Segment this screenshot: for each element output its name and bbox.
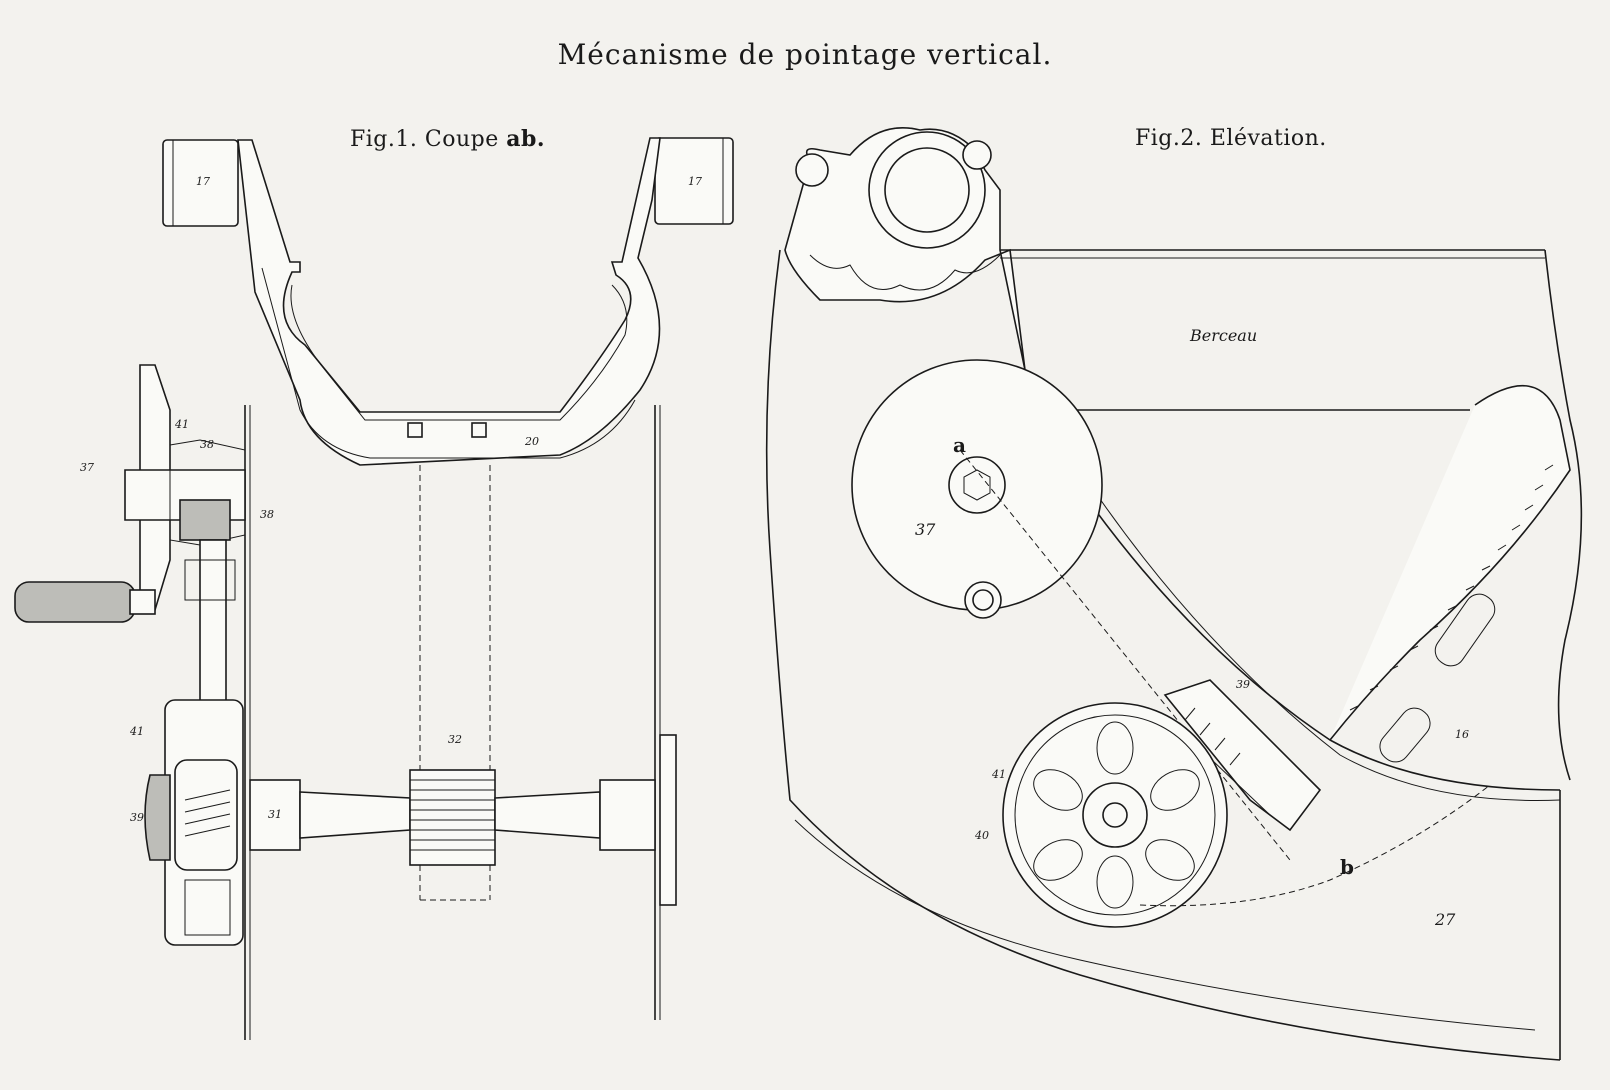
fig1-label-41-top: 41 — [175, 418, 189, 431]
fig2-wheel-spoke-hole-1 — [1096, 721, 1134, 775]
fig2-wheel-spoke-hole-4 — [1096, 855, 1134, 909]
fig1-shaft-taper-left — [299, 791, 411, 839]
drawing-title: Mécanisme de pointage vertical. — [557, 38, 1053, 71]
fig2-label-b: b — [1340, 855, 1354, 879]
fig1-gearbox-38 — [169, 439, 246, 546]
fig2-caption: Fig.2. Elévation. — [1135, 126, 1327, 151]
fig1-shaft-boss-right — [599, 779, 656, 851]
fig2-bore-outer — [868, 131, 986, 249]
fig1-worm-bottom — [184, 879, 231, 936]
fig1-lug-left — [407, 422, 423, 438]
fig2-label-27: 27 — [1435, 910, 1456, 929]
fig2-small-lug-left — [795, 153, 829, 187]
fig1-caption-bold: ab. — [506, 126, 545, 152]
fig1-shaft-bearing — [184, 559, 236, 601]
fig1-cradle-outer — [237, 137, 661, 466]
fig1-label-17-left: 17 — [196, 175, 210, 188]
fig2-bore-inner — [884, 147, 970, 233]
fig1-worm-housing — [164, 699, 244, 946]
fig1-caption: Fig.1. Coupe ab. — [350, 126, 545, 152]
fig1-crank-arm — [129, 589, 156, 615]
fig2-worm-wheel-rim — [1014, 714, 1216, 916]
fig2-small-lug-right — [962, 140, 992, 170]
fig2-label-16: 16 — [1455, 728, 1469, 741]
fig2-pitch-arc — [1139, 784, 1491, 907]
fig1-cradle-inner — [290, 284, 628, 421]
fig1-label-31: 31 — [268, 808, 282, 821]
fig1-caption-prefix: Fig.1. Coupe — [350, 127, 507, 152]
fig1-cradle-inner2 — [261, 267, 636, 459]
fig2-disk-hub — [948, 456, 1006, 514]
fig1-lug-right — [471, 422, 487, 438]
fig2-disk-pin-inner — [972, 589, 994, 611]
fig2-wheel-spoke-hole-3 — [1145, 839, 1195, 881]
fig1-worm-casing — [174, 759, 238, 871]
fig2-wheel-spoke-hole-6 — [1033, 769, 1083, 811]
fig2-frame-outer — [765, 249, 1561, 1061]
fig1-right-flange — [659, 734, 677, 906]
fig1-worm-thread — [184, 789, 231, 837]
fig1-bevel-gear — [179, 499, 231, 541]
fig2-scallops — [809, 254, 1001, 291]
fig2-label-37: 37 — [915, 520, 936, 539]
fig1-worm-wheel-edge — [144, 774, 171, 861]
fig1-crank-handle — [14, 581, 136, 623]
fig1-label-20: 20 — [525, 435, 539, 448]
fig2-frame-inner — [794, 819, 1536, 1031]
fig1-label-38-mid: 38 — [260, 508, 274, 521]
fig2-wheel-spoke-hole-2 — [1150, 769, 1200, 811]
fig1-pinion-teeth — [410, 779, 495, 851]
fig2-sector-16 — [1329, 384, 1571, 741]
fig2-section-line-ab — [959, 449, 1291, 861]
fig1-label-17-right: 17 — [688, 175, 702, 188]
fig2-label-40: 40 — [975, 829, 989, 842]
fig1-label-37: 37 — [80, 461, 94, 474]
fig2-berceau-right — [1544, 249, 1583, 781]
fig1-label-32: 32 — [448, 733, 462, 746]
fig2-disk-nut — [963, 469, 991, 501]
fig2-wheel-bore — [1102, 802, 1128, 828]
fig2-disk-pin — [964, 581, 1002, 619]
fig2-label-berceau: Berceau — [1190, 326, 1258, 345]
fig2-elevation-drawing — [765, 127, 1583, 1061]
fig1-trunnion-left — [162, 139, 239, 227]
fig1-shaft-taper-right — [494, 791, 601, 839]
fig2-wheel-hub — [1082, 782, 1148, 848]
fig2-label-39: 39 — [1236, 678, 1250, 691]
fig2-sector-slot-1 — [1434, 593, 1496, 667]
fig1-label-38-top: 38 — [200, 438, 214, 451]
fig2-worm-thread — [1184, 707, 1241, 766]
fig1-pinion-32 — [409, 769, 496, 866]
fig2-sector-slot-2 — [1379, 707, 1431, 763]
fig2-label-a: a — [953, 433, 966, 457]
fig1-label-39: 39 — [130, 811, 144, 824]
fig2-frame-arc-b — [1029, 389, 1561, 801]
fig2-wheel-spoke-hole-5 — [1033, 839, 1083, 881]
fig2-rack-teeth — [1349, 464, 1554, 711]
fig1-label-41-low: 41 — [130, 725, 144, 738]
fig2-label-41: 41 — [992, 768, 1006, 781]
fig1-section-drawing — [14, 137, 734, 1040]
